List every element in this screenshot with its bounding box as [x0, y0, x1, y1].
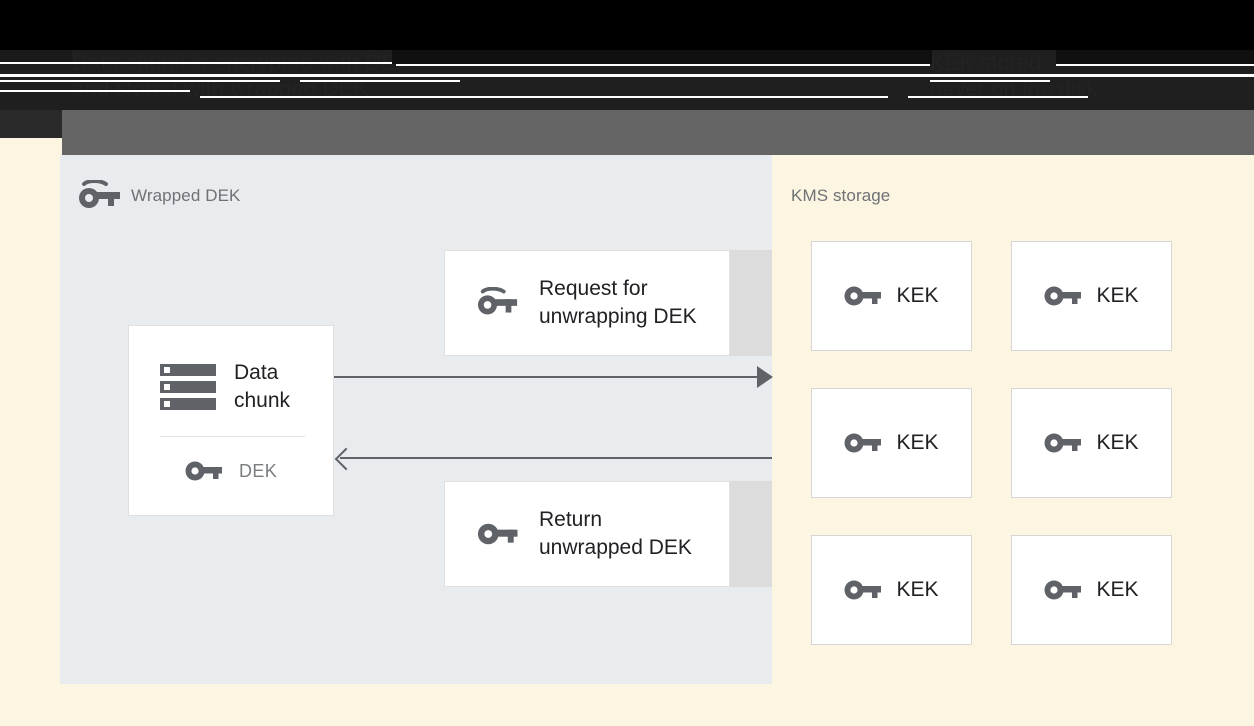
kek-label: KEK	[896, 284, 939, 307]
dek-label: DEK	[239, 460, 278, 481]
kek-card[interactable]: KEK	[1011, 241, 1172, 351]
divider	[160, 436, 305, 437]
data-chunk-header: Data chunk	[160, 359, 290, 415]
scanline-artifact	[1056, 50, 1254, 64]
key-icon	[1044, 431, 1082, 455]
kek-label: KEK	[896, 431, 939, 454]
kek-card[interactable]: KEK	[811, 535, 972, 645]
key-icon	[844, 431, 882, 455]
response-arrow-line	[340, 457, 772, 459]
key-icon	[477, 521, 519, 547]
kek-label: KEK	[1096, 284, 1139, 307]
scanline-artifact	[0, 80, 280, 82]
storage-icon	[160, 364, 216, 410]
key-icon	[1044, 284, 1082, 308]
secondary-gray-band	[0, 110, 1254, 155]
kek-label: KEK	[896, 578, 939, 601]
kek-label: KEK	[1096, 431, 1139, 454]
key-icon	[844, 578, 882, 602]
scanline-artifact	[1056, 64, 1254, 66]
request-unwrapping-label: Request for unwrapping DEK	[539, 277, 697, 328]
cream-corner-notch	[0, 138, 62, 155]
return-unwrapped-card[interactable]: Return unwrapped DEK	[444, 481, 730, 587]
scanline-artifact	[0, 50, 72, 62]
kek-card[interactable]: KEK	[811, 241, 972, 351]
kek-card[interactable]: KEK	[811, 388, 972, 498]
key-icon	[1044, 578, 1082, 602]
data-chunk-label: Data chunk	[234, 361, 291, 412]
kms-storage-title: KMS storage	[791, 186, 891, 205]
scanline-artifact	[0, 74, 1254, 77]
scanline-artifact	[0, 90, 190, 92]
request-arrow-head	[757, 366, 773, 388]
top-banner: Data chunk is encrypted with DEK and sto…	[0, 0, 1254, 110]
key-icon	[844, 284, 882, 308]
wrapped-dek-panel-title: Wrapped DEK	[131, 186, 241, 205]
kms-storage-grid: KEK KEK KEK KEK	[811, 241, 1172, 645]
scanline-artifact	[200, 96, 888, 98]
request-unwrapping-card[interactable]: Request for unwrapping DEK	[444, 250, 730, 356]
kek-label: KEK	[1096, 578, 1139, 601]
scanline-artifact	[908, 96, 1088, 98]
kek-card[interactable]: KEK	[1011, 535, 1172, 645]
return-unwrapped-label: Return unwrapped DEK	[539, 508, 692, 559]
scanline-artifact	[396, 64, 930, 66]
scanline-artifact	[930, 80, 1050, 82]
data-chunk-card[interactable]: Data chunk DEK	[128, 325, 334, 516]
scanline-artifact	[300, 80, 460, 82]
wrapped-key-icon	[78, 180, 122, 212]
scanline-artifact	[392, 50, 932, 64]
data-chunk-dek-row: DEK	[185, 459, 277, 483]
scanline-artifact	[0, 62, 392, 64]
request-arrow-line	[334, 376, 764, 378]
wrapped-key-icon	[477, 287, 519, 319]
kek-card[interactable]: KEK	[1011, 388, 1172, 498]
key-icon	[185, 459, 223, 483]
